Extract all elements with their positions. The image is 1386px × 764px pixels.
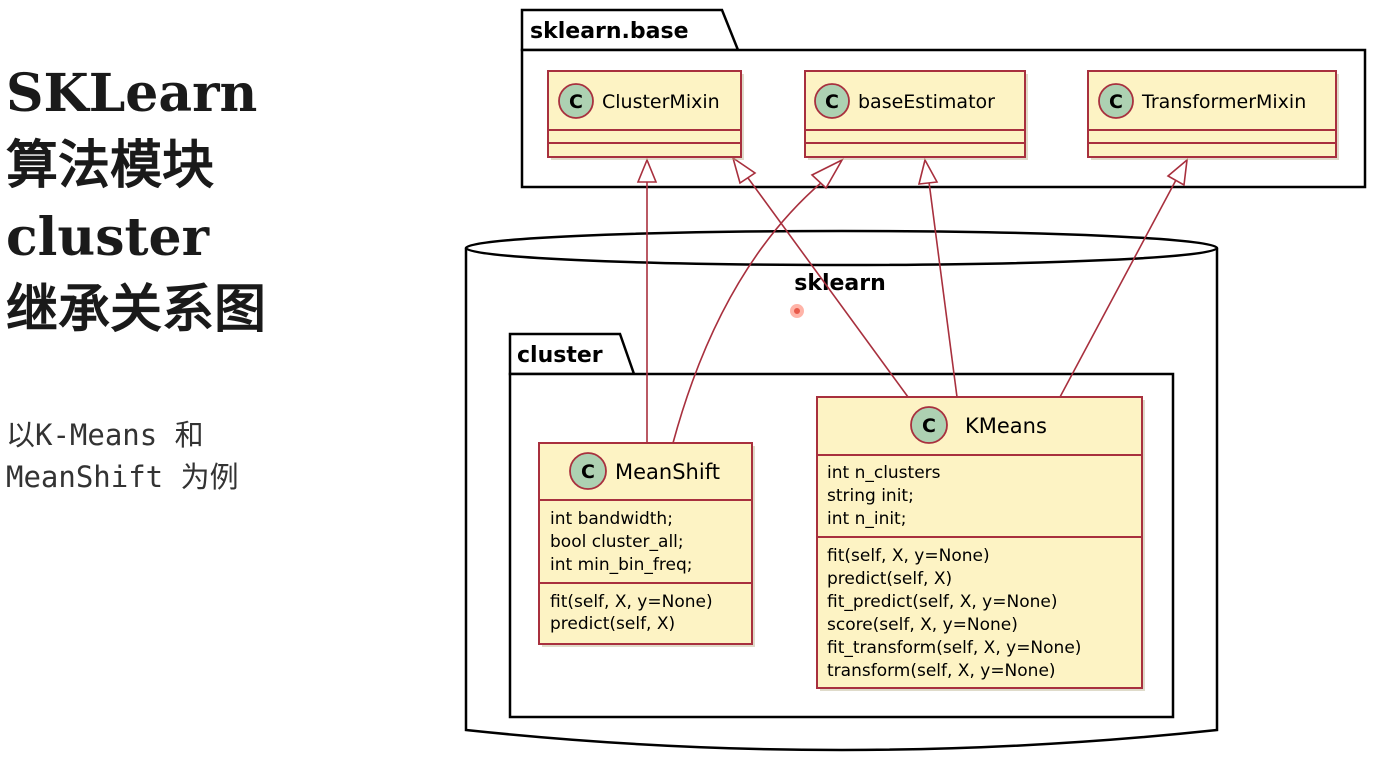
arrow-head [731, 156, 757, 185]
inheritance-line [928, 181, 958, 398]
package-label: sklearn.base [530, 19, 689, 44]
class-stereotype-icon [910, 406, 948, 444]
arrow-head [1166, 158, 1189, 187]
class-attribute: int n_init; [827, 509, 906, 529]
class-name: ClusterMixin [602, 91, 720, 113]
class-stereotype-icon [1098, 83, 1134, 119]
class-base-estimator: C baseEstimator [804, 70, 1028, 160]
package-label: cluster [517, 343, 603, 368]
inheritance-line [1059, 179, 1177, 398]
title-line: cluster [6, 207, 209, 268]
subtitle-line: MeanShift 为例 [6, 460, 239, 494]
database-top [464, 229, 1219, 267]
inheritance-line [747, 177, 909, 398]
inheritance-arrows [636, 156, 1189, 444]
class-method: predict(self, X) [827, 569, 952, 589]
class-method: transform(self, X, y=None) [827, 661, 1056, 681]
arrow-head [917, 157, 939, 185]
class-stereotype-letter: C [1109, 91, 1123, 113]
class-attribute: string init; [827, 486, 914, 506]
class-cluster-mixin: C ClusterMixin [547, 70, 744, 160]
class-stereotype-letter: C [825, 91, 839, 113]
class-stereotype-icon [569, 452, 607, 490]
class-stereotype-icon [558, 83, 594, 119]
arrow-head [810, 158, 845, 190]
class-name: KMeans [965, 414, 1047, 438]
class-method: score(self, X, y=None) [827, 615, 1018, 635]
inheritance-line [672, 181, 823, 444]
class-attribute: int min_bin_freq; [550, 555, 693, 575]
class-transformer-mixin: C TransformerMixin [1087, 70, 1339, 160]
class-attribute: int n_clusters [827, 463, 941, 483]
slide-subtitle: 以K-Means 和 MeanShift 为例 [6, 414, 336, 498]
class-attribute: bool cluster_all; [550, 532, 684, 552]
class-method: fit_transform(self, X, y=None) [827, 638, 1081, 658]
arrow-head [636, 157, 658, 183]
class-box [816, 396, 1143, 689]
class-stereotype-letter: C [569, 91, 583, 113]
slide-title: SKLearn 算法模块 cluster 继承关系图 [6, 58, 336, 346]
class-kmeans: C KMeans int n_clusters string init; int… [816, 396, 1145, 691]
subtitle-line: 以K-Means 和 [6, 418, 204, 452]
class-method: fit_predict(self, X, y=None) [827, 592, 1057, 612]
class-name: baseEstimator [858, 91, 995, 113]
class-stereotype-icon [814, 83, 850, 119]
class-attribute: int bandwidth; [550, 509, 673, 529]
title-line: 继承关系图 [6, 279, 267, 340]
pointer-dot [790, 304, 804, 318]
database-label: sklearn [794, 271, 886, 296]
class-method: fit(self, X, y=None) [550, 592, 713, 612]
title-line: SKLearn [6, 63, 258, 124]
class-name: MeanShift [615, 460, 720, 484]
class-meanshift: C MeanShift int bandwidth; bool cluster_… [538, 442, 755, 647]
title-line: 算法模块 [6, 135, 215, 196]
class-stereotype-letter: C [922, 415, 936, 437]
class-method: predict(self, X) [550, 614, 675, 634]
class-name: TransformerMixin [1141, 91, 1306, 113]
class-stereotype-letter: C [581, 461, 595, 483]
class-method: fit(self, X, y=None) [827, 546, 990, 566]
